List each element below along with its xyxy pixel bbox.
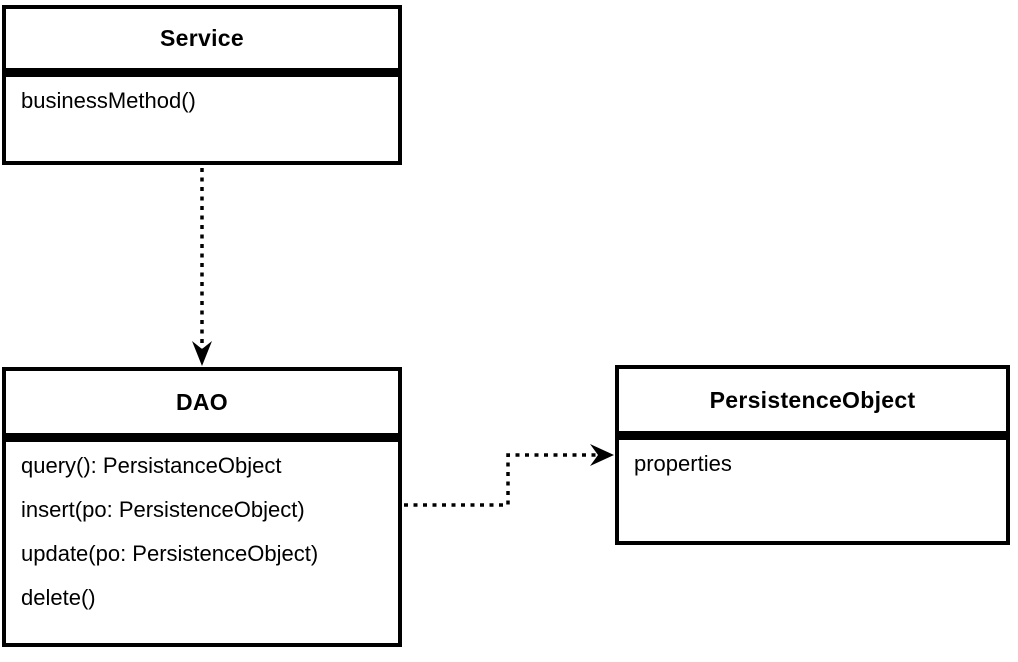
class-box-service: Service businessMethod() xyxy=(2,5,402,165)
class-member: properties xyxy=(634,451,732,476)
class-title-service: Service xyxy=(6,9,398,77)
class-members-persistenceobject: properties xyxy=(619,440,1006,488)
arrowhead-down-icon xyxy=(192,341,212,366)
class-member: insert(po: PersistenceObject) xyxy=(21,497,305,522)
class-members-dao: query(): PersistanceObject insert(po: Pe… xyxy=(6,442,398,622)
arrowhead-right-icon xyxy=(590,444,614,466)
service-dao-dependency-arrow xyxy=(192,168,212,366)
class-member: businessMethod() xyxy=(21,88,196,113)
class-member: query(): PersistanceObject xyxy=(21,453,282,478)
class-members-service: businessMethod() xyxy=(6,77,398,125)
class-box-dao: DAO query(): PersistanceObject insert(po… xyxy=(2,367,402,647)
class-member: delete() xyxy=(21,585,96,610)
class-title-persistenceobject: PersistenceObject xyxy=(619,369,1006,440)
dao-persistenceobject-dependency-arrow xyxy=(404,444,614,507)
class-title-dao: DAO xyxy=(6,371,398,442)
class-box-persistenceobject: PersistenceObject properties xyxy=(615,365,1010,545)
class-member: update(po: PersistenceObject) xyxy=(21,541,319,566)
